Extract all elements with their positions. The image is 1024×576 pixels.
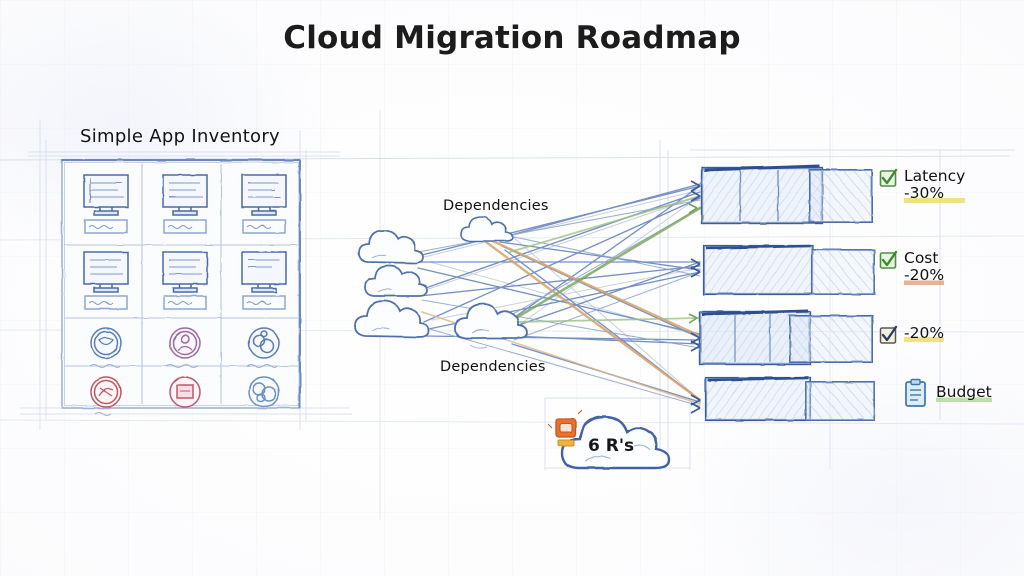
inventory-monitor-cells bbox=[83, 174, 287, 310]
clipboard-icon bbox=[905, 378, 926, 407]
annotation-label: Cost bbox=[904, 249, 939, 267]
connector-arrowheads bbox=[688, 180, 701, 414]
migration-source-icon bbox=[547, 409, 583, 447]
inventory-panel-title: Simple App Inventory bbox=[79, 126, 281, 147]
dependencies-label-bottom: Dependencies bbox=[440, 359, 546, 375]
inventory-badge-cells bbox=[89, 327, 280, 416]
annotation-value: -20% bbox=[904, 324, 945, 343]
green-check-box-icon bbox=[879, 250, 898, 269]
annotation-value: -20% bbox=[904, 266, 945, 285]
cloud-node bbox=[364, 265, 428, 297]
cloud-node bbox=[454, 303, 528, 349]
green-check-box-icon bbox=[879, 168, 898, 187]
cloud-node bbox=[460, 216, 514, 242]
rack-row-3 bbox=[698, 309, 873, 366]
page-title: Cloud Migration Roadmap bbox=[283, 20, 741, 56]
annotation-label: Budget bbox=[936, 383, 992, 402]
rack-row-2 bbox=[702, 244, 875, 296]
rack-row-4 bbox=[704, 376, 875, 422]
six-rs-label: 6 R's bbox=[588, 436, 635, 456]
annotation-budget: Budget bbox=[903, 378, 992, 408]
annotation-cost: Cost -20% bbox=[879, 249, 945, 285]
annotation-third-metric: -20% bbox=[879, 324, 945, 345]
annotation-label: Latency bbox=[904, 167, 966, 185]
dependencies-label-top: Dependencies bbox=[443, 198, 549, 214]
cloud-nodes bbox=[354, 216, 528, 349]
rack-row-1 bbox=[700, 164, 873, 225]
check-box-icon bbox=[879, 325, 898, 344]
cloud-node bbox=[358, 230, 424, 264]
inventory-grid-lines bbox=[64, 164, 298, 404]
annotation-value: -30% bbox=[904, 184, 966, 203]
connector-lines bbox=[417, 183, 702, 407]
annotation-latency: Latency -30% bbox=[879, 167, 966, 203]
cloud-node bbox=[354, 300, 430, 338]
